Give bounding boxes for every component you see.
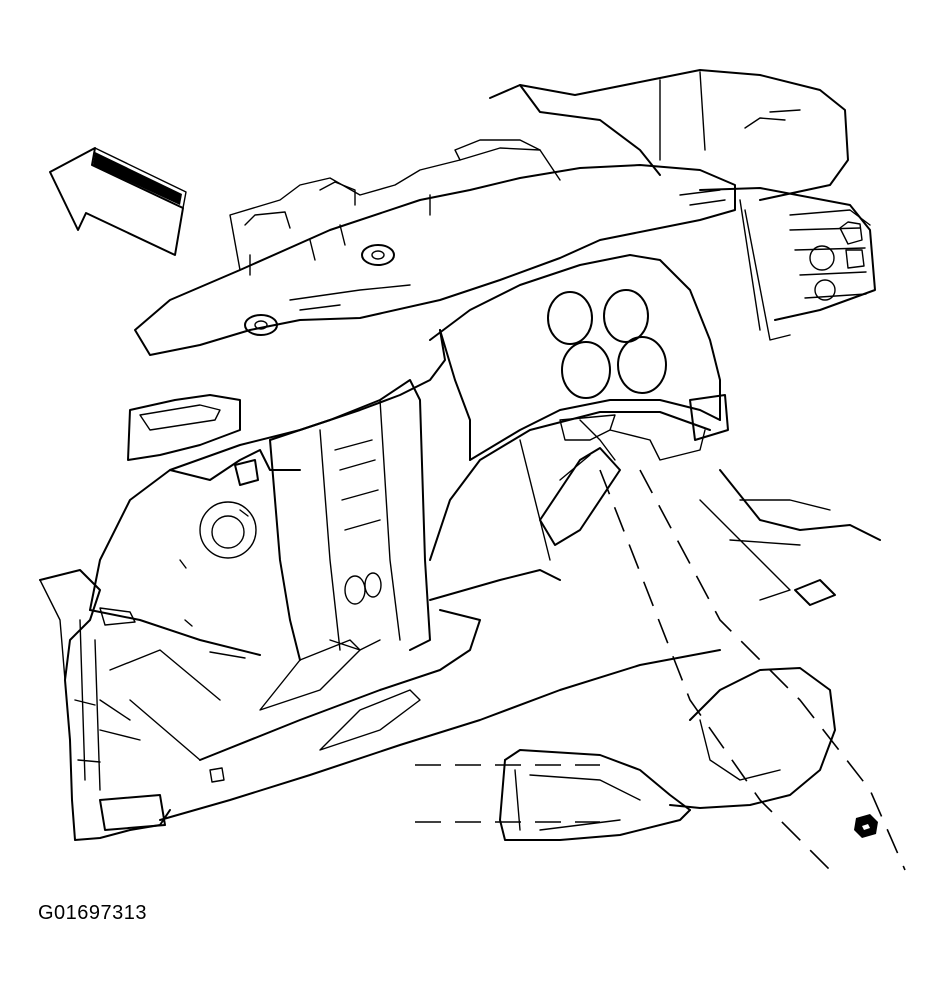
instrument-panel-upper-trim bbox=[134, 139, 736, 356]
left-end-bracket bbox=[39, 394, 241, 841]
nut-fastener-icon bbox=[854, 814, 878, 838]
steering-column-support bbox=[699, 469, 881, 606]
knee-bolster-panel bbox=[499, 667, 836, 841]
forward-direction-arrow-icon bbox=[49, 147, 187, 256]
instrument-panel-carrier bbox=[89, 254, 729, 659]
column-mount-strut bbox=[539, 447, 621, 546]
cowl-upper-structure bbox=[489, 69, 876, 341]
center-support-bracket bbox=[234, 379, 431, 661]
figure-code-label: G01697313 bbox=[38, 902, 148, 924]
lower-reinforcement bbox=[109, 569, 721, 821]
alignment-dash-lines bbox=[415, 469, 906, 871]
